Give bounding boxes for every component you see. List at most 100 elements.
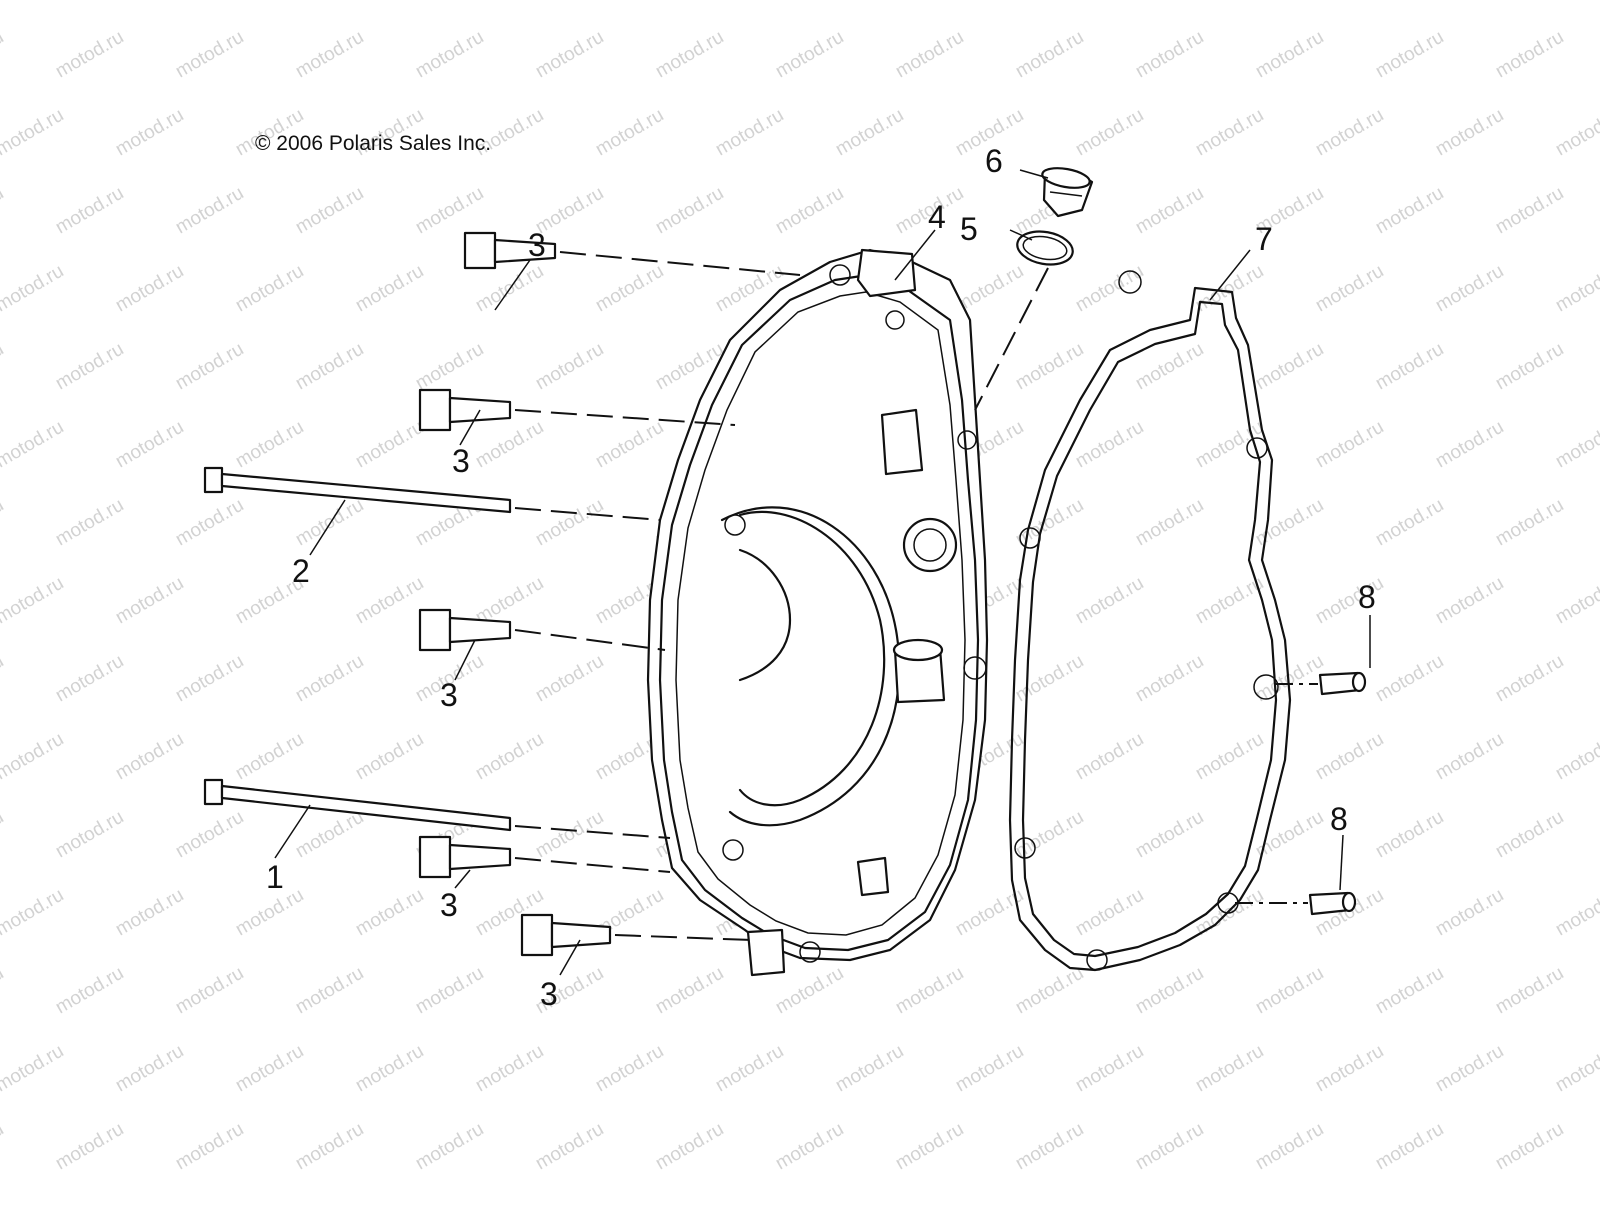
- watermark-text: motod.ru: [352, 729, 427, 785]
- watermark-text: motod.ru: [352, 417, 427, 473]
- watermark-text: motod.ru: [1552, 1041, 1600, 1097]
- watermark-text: motod.ru: [232, 261, 307, 317]
- watermark-text: motod.ru: [0, 651, 7, 707]
- watermark-text: motod.ru: [0, 963, 7, 1019]
- watermark-text: motod.ru: [1012, 27, 1087, 83]
- watermark-text: motod.ru: [52, 495, 127, 551]
- watermark-text: motod.ru: [592, 0, 667, 4]
- watermark-text: motod.ru: [112, 885, 187, 941]
- watermark-text: motod.ru: [1552, 573, 1600, 629]
- callout-6: 6: [985, 143, 1003, 179]
- watermark-text: motod.ru: [0, 183, 7, 239]
- watermark-text: motod.ru: [592, 417, 667, 473]
- bolt-3-a: [463, 231, 557, 270]
- watermark-text: motod.ru: [772, 1119, 847, 1175]
- watermark-text: motod.ru: [412, 1119, 487, 1175]
- watermark-text: motod.ru: [1192, 417, 1267, 473]
- watermark-text: motod.ru: [1072, 1041, 1147, 1097]
- watermark-text: motod.ru: [532, 27, 607, 83]
- watermark-text: motod.ru: [1432, 729, 1507, 785]
- watermark-text: motod.ru: [592, 261, 667, 317]
- watermark-text: motod.ru: [1312, 417, 1387, 473]
- bolt-2: [203, 466, 512, 514]
- watermark-text: motod.ru: [112, 417, 187, 473]
- watermark-text: motod.ru: [52, 807, 127, 863]
- watermark-text: motod.ru: [1552, 885, 1600, 941]
- watermark-text: motod.ru: [652, 1119, 727, 1175]
- watermark-text: motod.ru: [712, 1041, 787, 1097]
- watermark-text: motod.ru: [1132, 339, 1207, 395]
- watermark-text: motod.ru: [1312, 0, 1387, 4]
- watermark-text: motod.ru: [652, 183, 727, 239]
- watermark-text: motod.ru: [472, 0, 547, 4]
- watermark-text: motod.ru: [352, 1041, 427, 1097]
- watermark-text: motod.ru: [0, 417, 67, 473]
- watermark-text: motod.ru: [172, 651, 247, 707]
- watermark-text: motod.ru: [0, 885, 67, 941]
- watermark-text: motod.ru: [1552, 729, 1600, 785]
- watermark-text: motod.ru: [532, 339, 607, 395]
- watermark-text: motod.ru: [0, 105, 67, 161]
- watermark-text: motod.ru: [1492, 495, 1567, 551]
- bolt-3-e: [520, 913, 612, 957]
- watermark-text: motod.ru: [1252, 495, 1327, 551]
- watermark-text: motod.ru: [472, 1041, 547, 1097]
- watermark-text: motod.ru: [292, 495, 367, 551]
- watermark-text: motod.ru: [1552, 417, 1600, 473]
- watermark-text: motod.ru: [112, 0, 187, 4]
- watermark-text: motod.ru: [832, 1041, 907, 1097]
- watermark-text: motod.ru: [1312, 729, 1387, 785]
- watermark-text: motod.ru: [1312, 1041, 1387, 1097]
- plug: [1041, 167, 1094, 218]
- watermark-text: motod.ru: [712, 105, 787, 161]
- watermark-text: motod.ru: [1372, 27, 1447, 83]
- watermark-text: motod.ru: [1492, 963, 1567, 1019]
- watermark-text: motod.ru: [1492, 1119, 1567, 1175]
- watermark-text: motod.ru: [1252, 1119, 1327, 1175]
- watermark-text: motod.ru: [172, 183, 247, 239]
- callout-8-b: 8: [1330, 801, 1348, 837]
- watermark-text: motod.ru: [292, 27, 367, 83]
- watermark-text: motod.ru: [1132, 807, 1207, 863]
- watermark-text: motod.ru: [1132, 651, 1207, 707]
- watermark-text: motod.ru: [832, 0, 907, 4]
- bolt-3-b: [418, 388, 512, 432]
- callout-3-d: 3: [440, 887, 458, 923]
- watermark-text: motod.ru: [412, 183, 487, 239]
- bolts: [203, 231, 612, 957]
- watermark-text: motod.ru: [1492, 183, 1567, 239]
- watermark-text: motod.ru: [592, 105, 667, 161]
- watermark-text: motod.ru: [1192, 1041, 1267, 1097]
- watermark-text: motod.ru: [952, 1041, 1027, 1097]
- watermark-text: motod.ru: [1132, 495, 1207, 551]
- watermark-text: motod.ru: [172, 339, 247, 395]
- dowel-pins: [1235, 671, 1367, 916]
- watermark-text: motod.ru: [52, 651, 127, 707]
- watermark-text: motod.ru: [652, 27, 727, 83]
- watermark-text: motod.ru: [1312, 105, 1387, 161]
- watermark-text: motod.ru: [1252, 27, 1327, 83]
- watermark-text: motod.ru: [172, 963, 247, 1019]
- watermark-text: motod.ru: [0, 807, 7, 863]
- watermark-text: motod.ru: [952, 0, 1027, 4]
- callout-7: 7: [1255, 221, 1273, 257]
- watermark-text: motod.ru: [1072, 573, 1147, 629]
- watermark-text: motod.ru: [1312, 261, 1387, 317]
- watermark-text: motod.ru: [1012, 963, 1087, 1019]
- watermark-text: motod.ru: [1072, 729, 1147, 785]
- watermark-text: motod.ru: [712, 0, 787, 4]
- watermark-text: motod.ru: [172, 495, 247, 551]
- watermark-text: motod.ru: [1132, 1119, 1207, 1175]
- watermark-text: motod.ru: [352, 885, 427, 941]
- callout-5: 5: [960, 211, 978, 247]
- watermark-text: motod.ru: [1312, 573, 1387, 629]
- bolt-1: [203, 778, 512, 832]
- watermark-text: motod.ru: [52, 183, 127, 239]
- watermark-text: motod.ru: [1492, 27, 1567, 83]
- watermark-text: motod.ru: [1072, 885, 1147, 941]
- watermark-text: motod.ru: [172, 1119, 247, 1175]
- watermark-text: motod.ru: [832, 105, 907, 161]
- o-ring: [1016, 230, 1074, 266]
- watermark-text: motod.ru: [52, 963, 127, 1019]
- watermark-text: motod.ru: [1432, 0, 1507, 4]
